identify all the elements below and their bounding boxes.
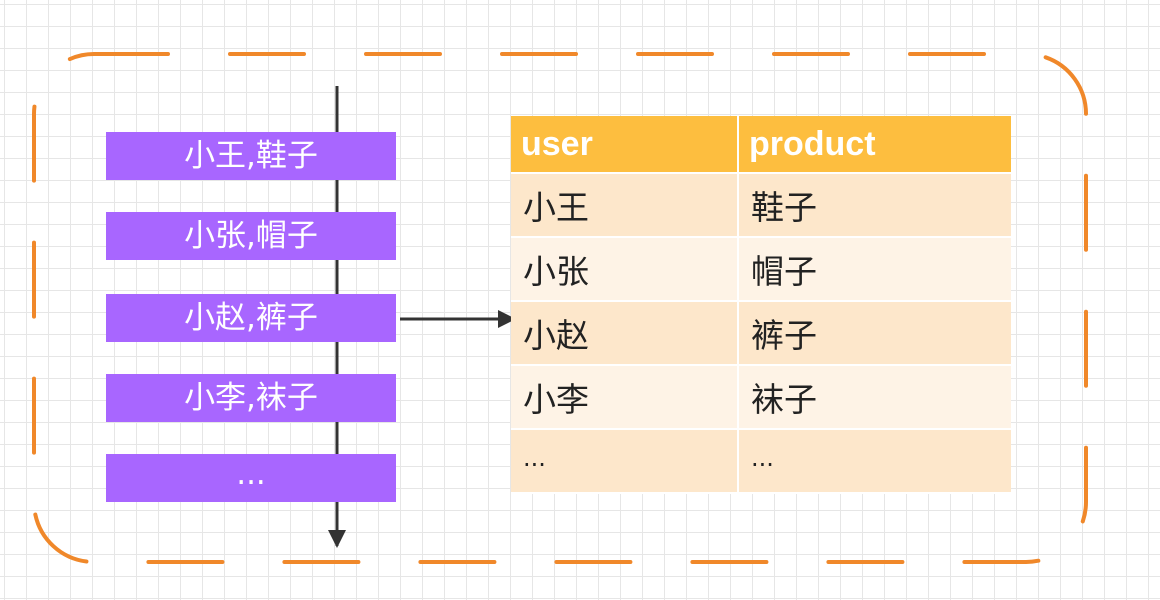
record-block: 小张,帽子 [106,212,396,260]
table-cell-user: ... [511,430,739,494]
table-cell-product: 袜子 [739,366,1011,430]
record-block: 小李,袜子 [106,374,396,422]
table-cell-user: 小赵 [511,302,739,366]
user-product-table: user product 小王 鞋子 小张 帽子 小赵 裤子 小李 袜子 ...… [511,116,1011,496]
header-user: user [511,116,739,174]
table-cell-product: 裤子 [739,302,1011,366]
dashed-boundary [32,52,1088,564]
record-block: ... [106,454,396,502]
table-cell-product: ... [739,430,1011,494]
table-cell-product: 鞋子 [739,174,1011,238]
header-product: product [739,116,1011,174]
table-cell-user: 小王 [511,174,739,238]
table-cell-user: 小张 [511,238,739,302]
record-block: 小赵,裤子 [106,294,396,342]
table-cell-product: 帽子 [739,238,1011,302]
table-cell-user: 小李 [511,366,739,430]
record-block: 小王,鞋子 [106,132,396,180]
